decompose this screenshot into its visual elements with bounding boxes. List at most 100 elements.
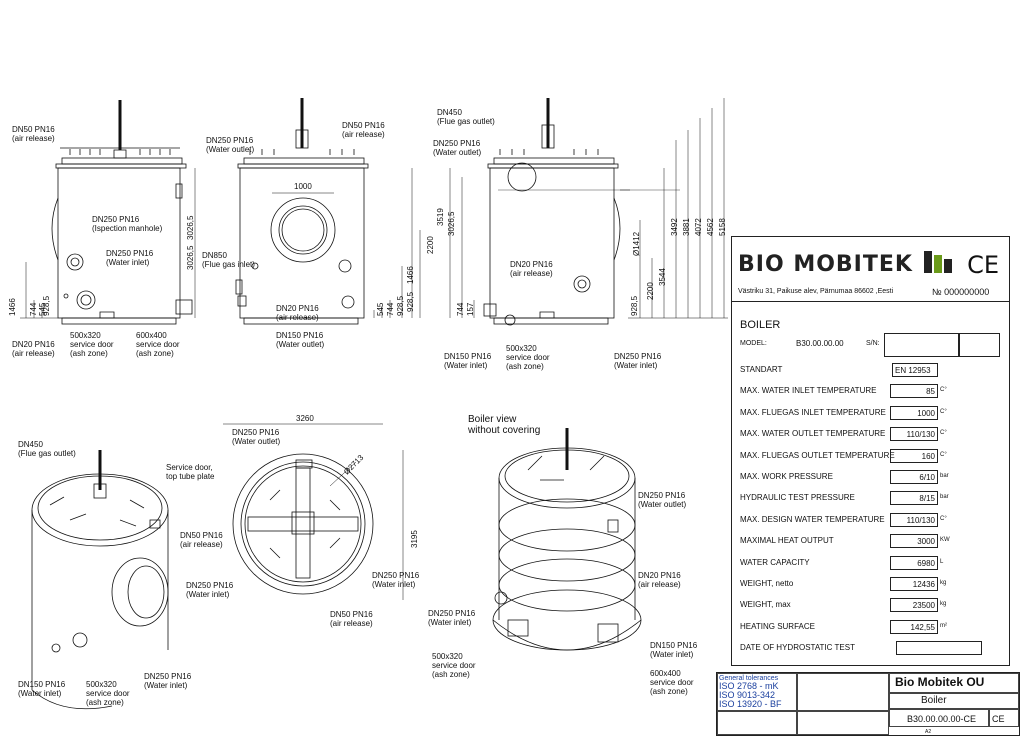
dim-v2-928b: 928,5 — [406, 291, 415, 312]
divider — [732, 301, 1009, 302]
dim-v2-744: 744 — [386, 302, 395, 316]
dim-v2-1000: 1000 — [294, 182, 312, 191]
dim-v5-3260: 3260 — [296, 414, 314, 423]
drawing-number: B30.00.00.00-CE — [907, 714, 977, 724]
callout-v4-dn50: DN50 PN16(air release) — [180, 531, 223, 549]
spec-row-value: 6/10 — [890, 470, 938, 484]
callout-v5-dn50: DN50 PN16(air release) — [330, 610, 373, 628]
spec-row-value: 8/15 — [890, 491, 938, 506]
dwg-cell — [889, 709, 989, 727]
callout-v1-water-inlet: DN250 PN16(Water inlet) — [106, 249, 154, 267]
dim-v2-1466: 1466 — [406, 266, 415, 284]
spec-row-value: 85 — [890, 384, 938, 399]
dim-v2-height: 3026,5 — [186, 245, 195, 270]
spec-row-value: 6980 — [890, 555, 938, 570]
dim-v1-1466: 1466 — [8, 298, 17, 316]
dim-v2-545: 545 — [376, 302, 385, 316]
title-ce: CE — [992, 714, 1005, 724]
spec-row-unit: L — [940, 558, 944, 565]
title-cell — [889, 693, 1019, 709]
callout-v2-dn20: DN20 PN16(air release) — [276, 304, 319, 322]
dim-v1-height: 3026,5 — [186, 215, 195, 240]
callout-v6-water-inlet: DN250 PN16(Water inlet) — [428, 609, 476, 627]
spec-row-label: MAX. WATER INLET TEMPERATURE — [740, 386, 877, 396]
company-name: Bio Mobitek OU — [895, 675, 985, 689]
spec-row-value: 1000 — [890, 405, 938, 420]
spec-row-unit: m² — [940, 622, 947, 629]
callout-v1-dn50: DN50 PN16(air release) — [12, 125, 55, 143]
logo-wordmark: BIO MOBITEK — [738, 252, 913, 277]
spec-row-label: MAX. DESIGN WATER TEMPERATURE — [740, 514, 885, 524]
spec-row-unit: C° — [940, 430, 947, 437]
callout-v1-dn20: DN20 PN16(air release) — [12, 340, 55, 358]
spec-row-unit: KW — [940, 537, 950, 544]
callout-v3-water-inlet: DN250 PN16(Water inlet) — [614, 352, 662, 370]
tolerance-cell — [717, 673, 797, 711]
spec-row-label: WEIGHT, netto — [740, 579, 794, 588]
callout-v4-dn150: DN150 PN16(Water inlet) — [18, 680, 66, 698]
spec-row-value: 3000 — [890, 534, 938, 549]
spec-row-label: MAX. FLUEGAS OUTLET TEMPERATURE — [740, 450, 895, 460]
view-isometric-covered — [31, 450, 169, 710]
dim-v3-4562: 4562 — [706, 218, 715, 236]
callout-v2-dn50: DN50 PN16(air release) — [342, 121, 385, 139]
dim-v3-3492: 3492 — [670, 218, 679, 236]
material-cell — [797, 711, 889, 735]
dim-v3-2200: 2200 — [646, 282, 655, 300]
sn-box — [884, 333, 960, 357]
spec-row-value: 23500 — [890, 598, 938, 613]
spec-row-value: 110/130 — [890, 512, 938, 527]
spec-row-label: HEATING SURFACE — [740, 621, 815, 631]
dim-v3-5158: 5158 — [718, 218, 727, 236]
callout-v3-dn150: DN150 PN16(Water inlet) — [444, 352, 492, 370]
dim-v3-928: 928,5 — [630, 295, 639, 316]
callout-v6-dn20: DN20 PN16(air release) — [638, 571, 681, 589]
dim-v1-744: 744 — [29, 302, 38, 316]
ce-mark: CE — [967, 251, 999, 279]
spec-row-label: STANDART — [740, 365, 783, 374]
dim-v3-157: 157 — [466, 302, 475, 316]
callout-v4-service-door: Service door,top tube plate — [166, 463, 215, 481]
spec-row-label: MAX. FLUEGAS INLET TEMPERATURE — [740, 407, 886, 417]
sn-box-2 — [958, 333, 1000, 357]
callout-v1-manhole: DN250 PN16(Ispection manhole) — [92, 215, 163, 233]
spec-row-unit: C° — [940, 387, 947, 394]
view-isometric-uncovered — [492, 428, 642, 651]
spec-row-label: DATE OF HYDROSTATIC TEST — [740, 643, 855, 653]
spec-row-value: 142,55 — [890, 619, 938, 634]
callout-v3-water-outlet: DN250 PN16(Water outlet) — [433, 139, 482, 157]
dim-v3-3026: 3026,5 — [447, 211, 456, 236]
logo-mark-icon — [923, 251, 952, 273]
spec-row-label: MAX. WORK PRESSURE — [740, 472, 833, 481]
dim-v3-3519: 3519 — [436, 208, 445, 226]
serial-number: № 000000000 — [932, 287, 990, 297]
dim-v3-dia: Ø1412 — [632, 231, 641, 256]
spec-row-label: MAXIMAL HEAT OUTPUT — [740, 536, 834, 546]
spec-row-value: 12436 — [890, 577, 938, 591]
dim-v3-3881: 3881 — [682, 218, 691, 236]
callout-v5-water-outlet: DN250 PN16(Water outlet) — [232, 428, 281, 446]
dim-v2-2200: 2200 — [426, 236, 435, 254]
callout-v3-flue-gas-outlet: DN450(Flue gas outlet) — [437, 108, 495, 126]
dim-v3-3544: 3544 — [658, 268, 667, 286]
signature-cell — [797, 673, 889, 711]
sn-label: S/N: — [866, 340, 880, 347]
company-cell — [889, 673, 1019, 693]
view-front-elevation — [235, 98, 421, 325]
title-block: General tolerances ISO 2768 - mK ISO 901… — [716, 672, 1020, 736]
callout-v2-water-outlet: DN250 PN16(Water outlet) — [206, 136, 255, 154]
sheet-size: A2 — [925, 729, 932, 735]
callout-v4-water-inlet: DN250 PN16(Water inlet) — [144, 672, 192, 690]
drawing-title: Boiler — [921, 695, 947, 706]
tolerances: General tolerances ISO 2768 - mK ISO 901… — [719, 675, 782, 709]
spec-row-value: 110/130 — [890, 427, 938, 442]
callout-v2-flue-gas-inlet: DN850(Flue gas inlet) — [202, 251, 255, 269]
model-label: MODEL: — [740, 340, 767, 347]
